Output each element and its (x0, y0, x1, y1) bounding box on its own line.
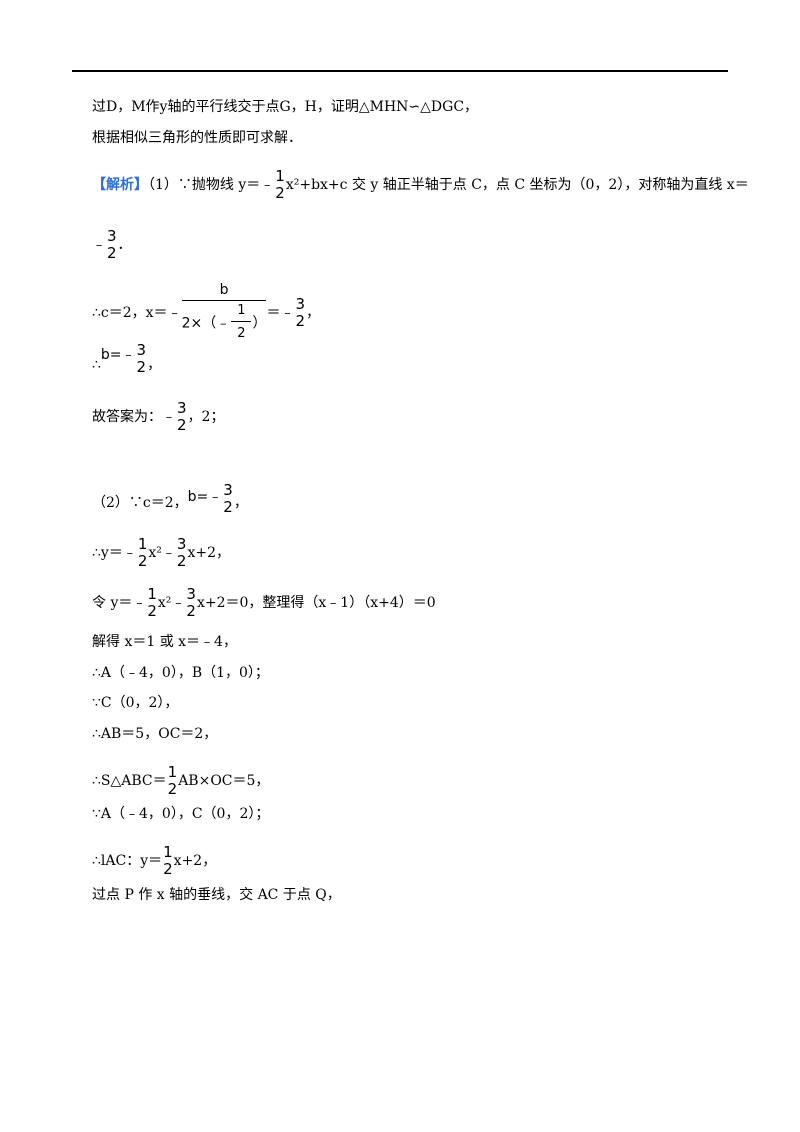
part2-line-9: ∵A（﹣4，0），C（0，2）； (92, 806, 270, 822)
part2-line-5: ∴A（﹣4，0），B（1，0）； (92, 665, 269, 681)
part2-line-7: ∴AB＝5，OC＝2， (92, 726, 218, 742)
solution-label: 【解析】 (92, 177, 148, 193)
part2-line-6: ∵C（0，2）， (92, 695, 179, 711)
header-rule (72, 70, 728, 72)
part2-line-4: 解得 x＝1 或 x＝﹣4， (92, 634, 237, 650)
text-line-2: 根据相似三角形的性质即可求解． (92, 130, 302, 146)
text-line-1: 过D，M作y轴的平行线交于点G，H，证明△MHN∽△DGC， (92, 99, 479, 115)
part2-line-11: 过点 P 作 x 轴的垂线，交 AC 于点 Q， (92, 887, 341, 903)
